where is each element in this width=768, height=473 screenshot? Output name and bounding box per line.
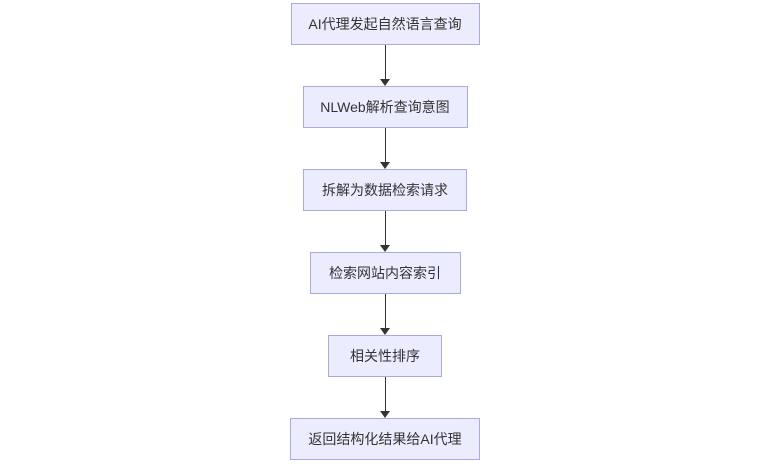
- flow-arrow-5: [379, 377, 391, 418]
- arrow-down-icon: [380, 162, 390, 169]
- arrow-down-icon: [380, 245, 390, 252]
- flow-arrow-2: [379, 128, 391, 169]
- arrow-line: [384, 45, 386, 79]
- flow-arrow-1: [379, 45, 391, 86]
- flow-node-search-site-content-index: 检索网站内容索引: [309, 252, 461, 294]
- flow-arrow-4: [379, 294, 391, 335]
- flowchart-column: AI代理发起自然语言查询 NLWeb解析查询意图 拆解为数据检索请求 检索网站内…: [290, 3, 480, 460]
- flow-node-label: 拆解为数据检索请求: [322, 182, 448, 198]
- arrow-down-icon: [380, 328, 390, 335]
- arrow-line: [384, 377, 386, 411]
- flow-node-nlweb-parse-intent: NLWeb解析查询意图: [302, 86, 468, 128]
- arrow-line: [384, 128, 386, 162]
- arrow-line: [384, 211, 386, 245]
- flow-node-label: NLWeb解析查询意图: [320, 99, 450, 115]
- flow-node-label: 相关性排序: [350, 348, 420, 364]
- flow-node-ai-natural-language-query: AI代理发起自然语言查询: [290, 3, 480, 45]
- flow-node-relevance-ranking: 相关性排序: [328, 335, 442, 377]
- flow-node-label: 返回结构化结果给AI代理: [308, 431, 462, 447]
- flow-arrow-3: [379, 211, 391, 252]
- flow-node-label: 检索网站内容索引: [329, 265, 441, 281]
- flow-node-decompose-retrieval-request: 拆解为数据检索请求: [303, 169, 467, 211]
- arrow-down-icon: [380, 411, 390, 418]
- arrow-down-icon: [380, 79, 390, 86]
- flow-node-return-structured-results: 返回结构化结果给AI代理: [290, 418, 480, 460]
- arrow-line: [384, 294, 386, 328]
- flow-node-label: AI代理发起自然语言查询: [308, 16, 462, 32]
